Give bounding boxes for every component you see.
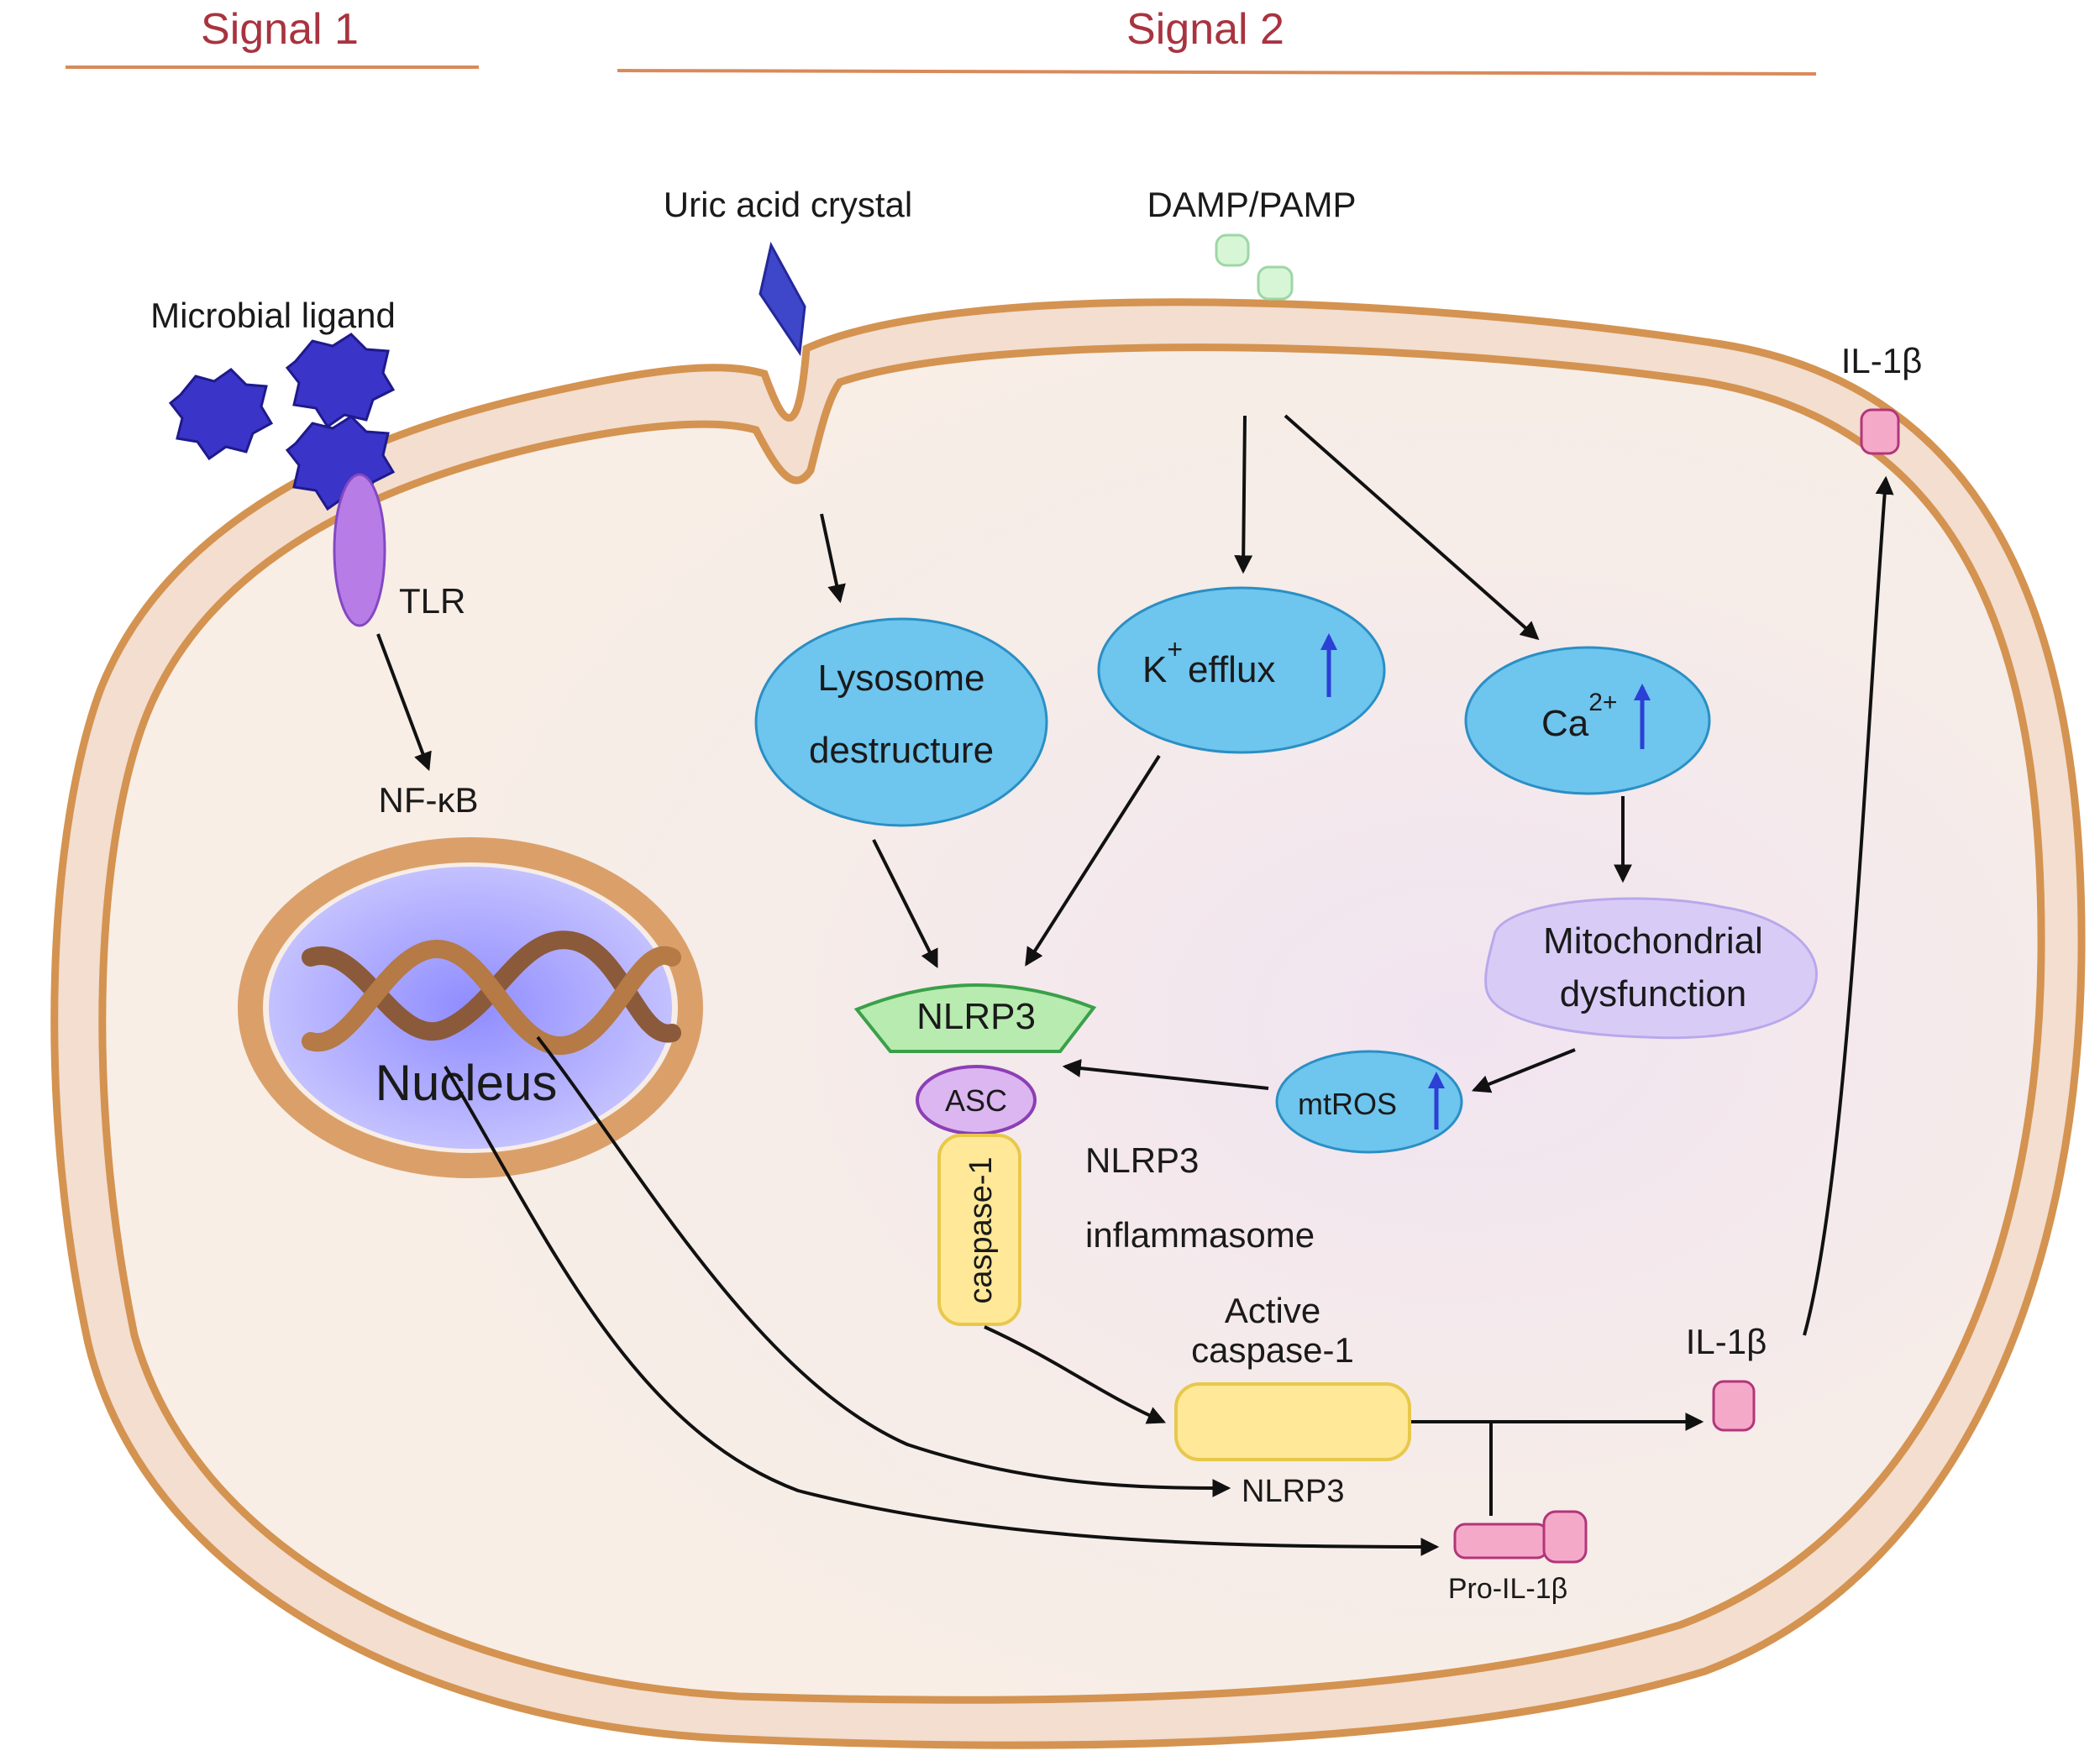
pathway-arrows [376, 414, 1894, 1556]
mtros-text: mtROS [1298, 1087, 1397, 1121]
signal2-label: Signal 2 [1126, 5, 1284, 54]
il1b-mature-label: IL-1β [1686, 1322, 1767, 1361]
ligand-icon [168, 333, 396, 511]
signal1-label: Signal 1 [201, 5, 359, 54]
calcium-text: Ca2+ [1541, 689, 1617, 744]
asc-text: ASC [945, 1083, 1007, 1118]
active-caspase-label-1: Active [1225, 1291, 1320, 1330]
k-efflux-node: K+efflux [1097, 586, 1386, 754]
damp-pamp-label: DAMP/PAMP [1147, 185, 1357, 224]
mitochondria-node: Mitochondrial dysfunction [1484, 897, 1818, 1040]
il1b-mature-icon [1712, 1380, 1756, 1432]
nlrp3-node: NLRP3 [853, 983, 1097, 1053]
signal1-header: Signal 1 [66, 5, 479, 69]
mito-text-2: dysfunction [1560, 973, 1747, 1014]
il1b-secreted-icon [1860, 408, 1900, 455]
arrow-tlr-to-nfkb [376, 633, 432, 772]
arrow-caspase1-to-active [984, 1325, 1167, 1424]
arrow-k-efflux-to-nlrp3 [1025, 754, 1161, 967]
inflammasome-label-1: NLRP3 [1085, 1140, 1199, 1180]
lysosome-node: Lysosome destructure [754, 617, 1048, 827]
microbial-ligand-group: Microbial ligand [150, 296, 396, 511]
damp-pamp-icon [1215, 233, 1294, 301]
signal2-header: Signal 2 [617, 5, 1817, 76]
arrow-lysosome-to-nlrp3 [872, 839, 938, 968]
inflammasome-label-2: inflammasome [1085, 1215, 1315, 1255]
k-efflux-text: K+efflux [1142, 634, 1275, 690]
arrow-damp-to-calcium [1284, 414, 1540, 641]
nlrp3-product-label: NLRP3 [1242, 1474, 1345, 1509]
uric-acid-crystal-icon [759, 241, 806, 357]
pro-il1b-label: Pro-IL-1β [1448, 1573, 1567, 1605]
lysosome-text-2: destructure [809, 730, 994, 771]
caspase1-text: caspase-1 [963, 1156, 999, 1303]
arrow-nucleus-to-nlrp3 [536, 1035, 1231, 1497]
nlrp3-text: NLRP3 [916, 996, 1036, 1037]
il1b-secreted-label: IL-1β [1841, 341, 1923, 380]
microbial-ligand-label: Microbial ligand [150, 296, 396, 335]
lysosome-text-1: Lysosome [818, 658, 985, 699]
active-caspase-label-2: caspase-1 [1191, 1330, 1354, 1370]
dna-icon [302, 930, 681, 1056]
mtros-node: mtROS [1275, 1050, 1463, 1154]
nfkb-label: NF-κB [379, 780, 479, 820]
caspase1-node: caspase-1 [937, 1134, 1021, 1326]
tlr-receptor [333, 473, 386, 627]
arrow-nucleus-to-pro-il1b [444, 1065, 1440, 1556]
asc-node: ASC [916, 1065, 1037, 1135]
arrow-il1b-secretion [1803, 475, 1894, 1336]
pro-il1b-icon [1453, 1510, 1588, 1564]
arrow-mtros-to-asc [1062, 1059, 1269, 1090]
active-caspase1-node [1174, 1382, 1411, 1461]
calcium-node: Ca2+ [1464, 646, 1711, 795]
arrow-damp-to-k-efflux [1234, 415, 1253, 574]
arrow-mito-to-mtros [1471, 1048, 1576, 1093]
mito-text-1: Mitochondrial [1543, 920, 1763, 962]
arrow-crystal-to-lysosome [820, 513, 846, 604]
tlr-label: TLR [399, 581, 465, 621]
nucleus: Nucleus [238, 837, 703, 1178]
uric-acid-label: Uric acid crystal [664, 185, 912, 224]
